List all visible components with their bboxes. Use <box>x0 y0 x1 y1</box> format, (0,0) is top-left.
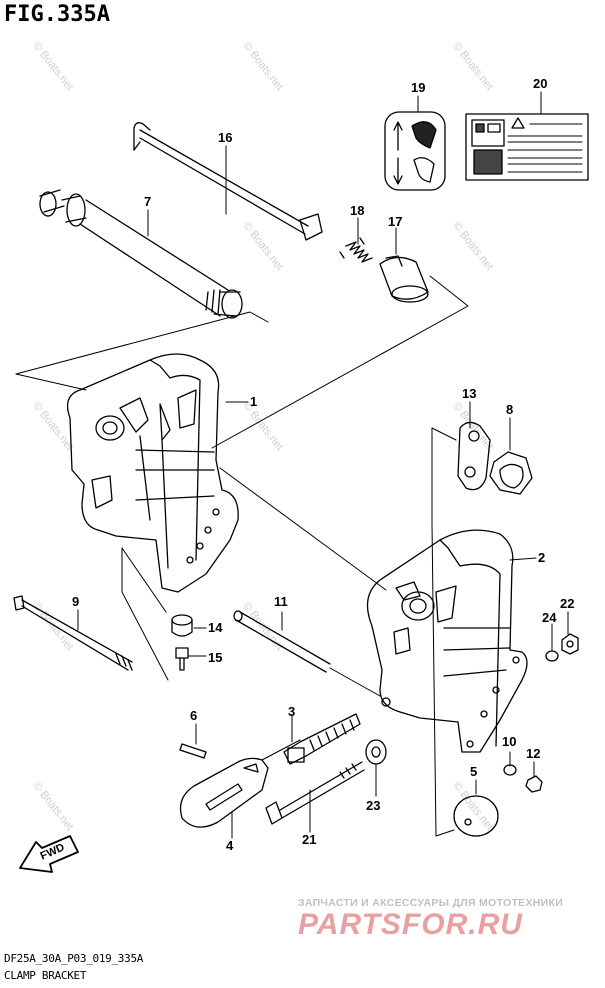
callout-23[interactable]: 23 <box>366 798 381 813</box>
part-4-plate <box>179 757 269 828</box>
part-17-plunger <box>379 255 429 303</box>
callout-11[interactable]: 11 <box>274 594 288 609</box>
callout-21[interactable]: 21 <box>302 832 317 847</box>
callout-6[interactable]: 6 <box>190 708 198 723</box>
callout-8[interactable]: 8 <box>506 402 514 417</box>
callout-10[interactable]: 10 <box>502 734 517 749</box>
callout-15[interactable]: 15 <box>208 650 223 665</box>
callout-12[interactable]: 12 <box>526 746 541 761</box>
leader-lines <box>77 91 569 839</box>
part-21-bolt <box>265 761 365 825</box>
callout-13[interactable]: 13 <box>462 386 477 401</box>
part-9-bolt <box>13 595 133 671</box>
part-1-clamp-bracket <box>66 353 239 593</box>
callout-24[interactable]: 24 <box>542 610 557 625</box>
callout-1[interactable]: 1 <box>250 394 258 409</box>
callout-18[interactable]: 18 <box>350 203 365 218</box>
part-2-clamp-bracket <box>366 529 528 753</box>
assembly-lines <box>15 275 469 837</box>
part-23-washer <box>365 739 387 765</box>
callout-17[interactable]: 17 <box>388 214 403 229</box>
part-18-spring <box>339 237 373 263</box>
part-14-collar <box>171 614 193 637</box>
callout-19[interactable]: 19 <box>411 80 426 95</box>
callout-20[interactable]: 20 <box>533 76 548 91</box>
callout-2[interactable]: 2 <box>538 550 546 565</box>
callout-16[interactable]: 16 <box>218 130 233 145</box>
part-22-nut <box>561 633 579 655</box>
part-6-pin <box>179 743 207 759</box>
part-15-screw <box>175 647 189 671</box>
callout-3[interactable]: 3 <box>288 704 296 719</box>
figure-title: FIG.335A <box>4 2 110 27</box>
callout-14[interactable]: 14 <box>208 620 223 635</box>
figure-name: CLAMP BRACKET <box>4 969 87 982</box>
part-3-adjuster <box>283 713 361 765</box>
part-13-plate <box>457 421 491 491</box>
part-11-pin <box>233 610 331 673</box>
figure-code: DF25A_30A_P03_019_335A <box>4 952 144 965</box>
part-16-rod <box>133 122 323 241</box>
shop-brand-logo: PARTSFOR.RU <box>298 908 523 941</box>
callout-22[interactable]: 22 <box>560 596 575 611</box>
callout-5[interactable]: 5 <box>470 764 478 779</box>
callout-4[interactable]: 4 <box>226 838 234 853</box>
shop-caption: ЗАПЧАСТИ И АКСЕССУАРЫ ДЛЯ МОТОТЕХНИКИ <box>298 897 564 909</box>
part-20-decal <box>465 113 589 181</box>
part-7-tube <box>39 189 243 319</box>
part-12-nut <box>525 775 543 793</box>
part-24-washer <box>545 650 559 662</box>
part-5-plate <box>453 795 499 837</box>
fwd-arrow <box>19 835 79 873</box>
callout-7[interactable]: 7 <box>144 194 152 209</box>
callout-9[interactable]: 9 <box>72 594 80 609</box>
part-8-nut <box>489 451 533 495</box>
part-19-decal <box>384 111 446 191</box>
